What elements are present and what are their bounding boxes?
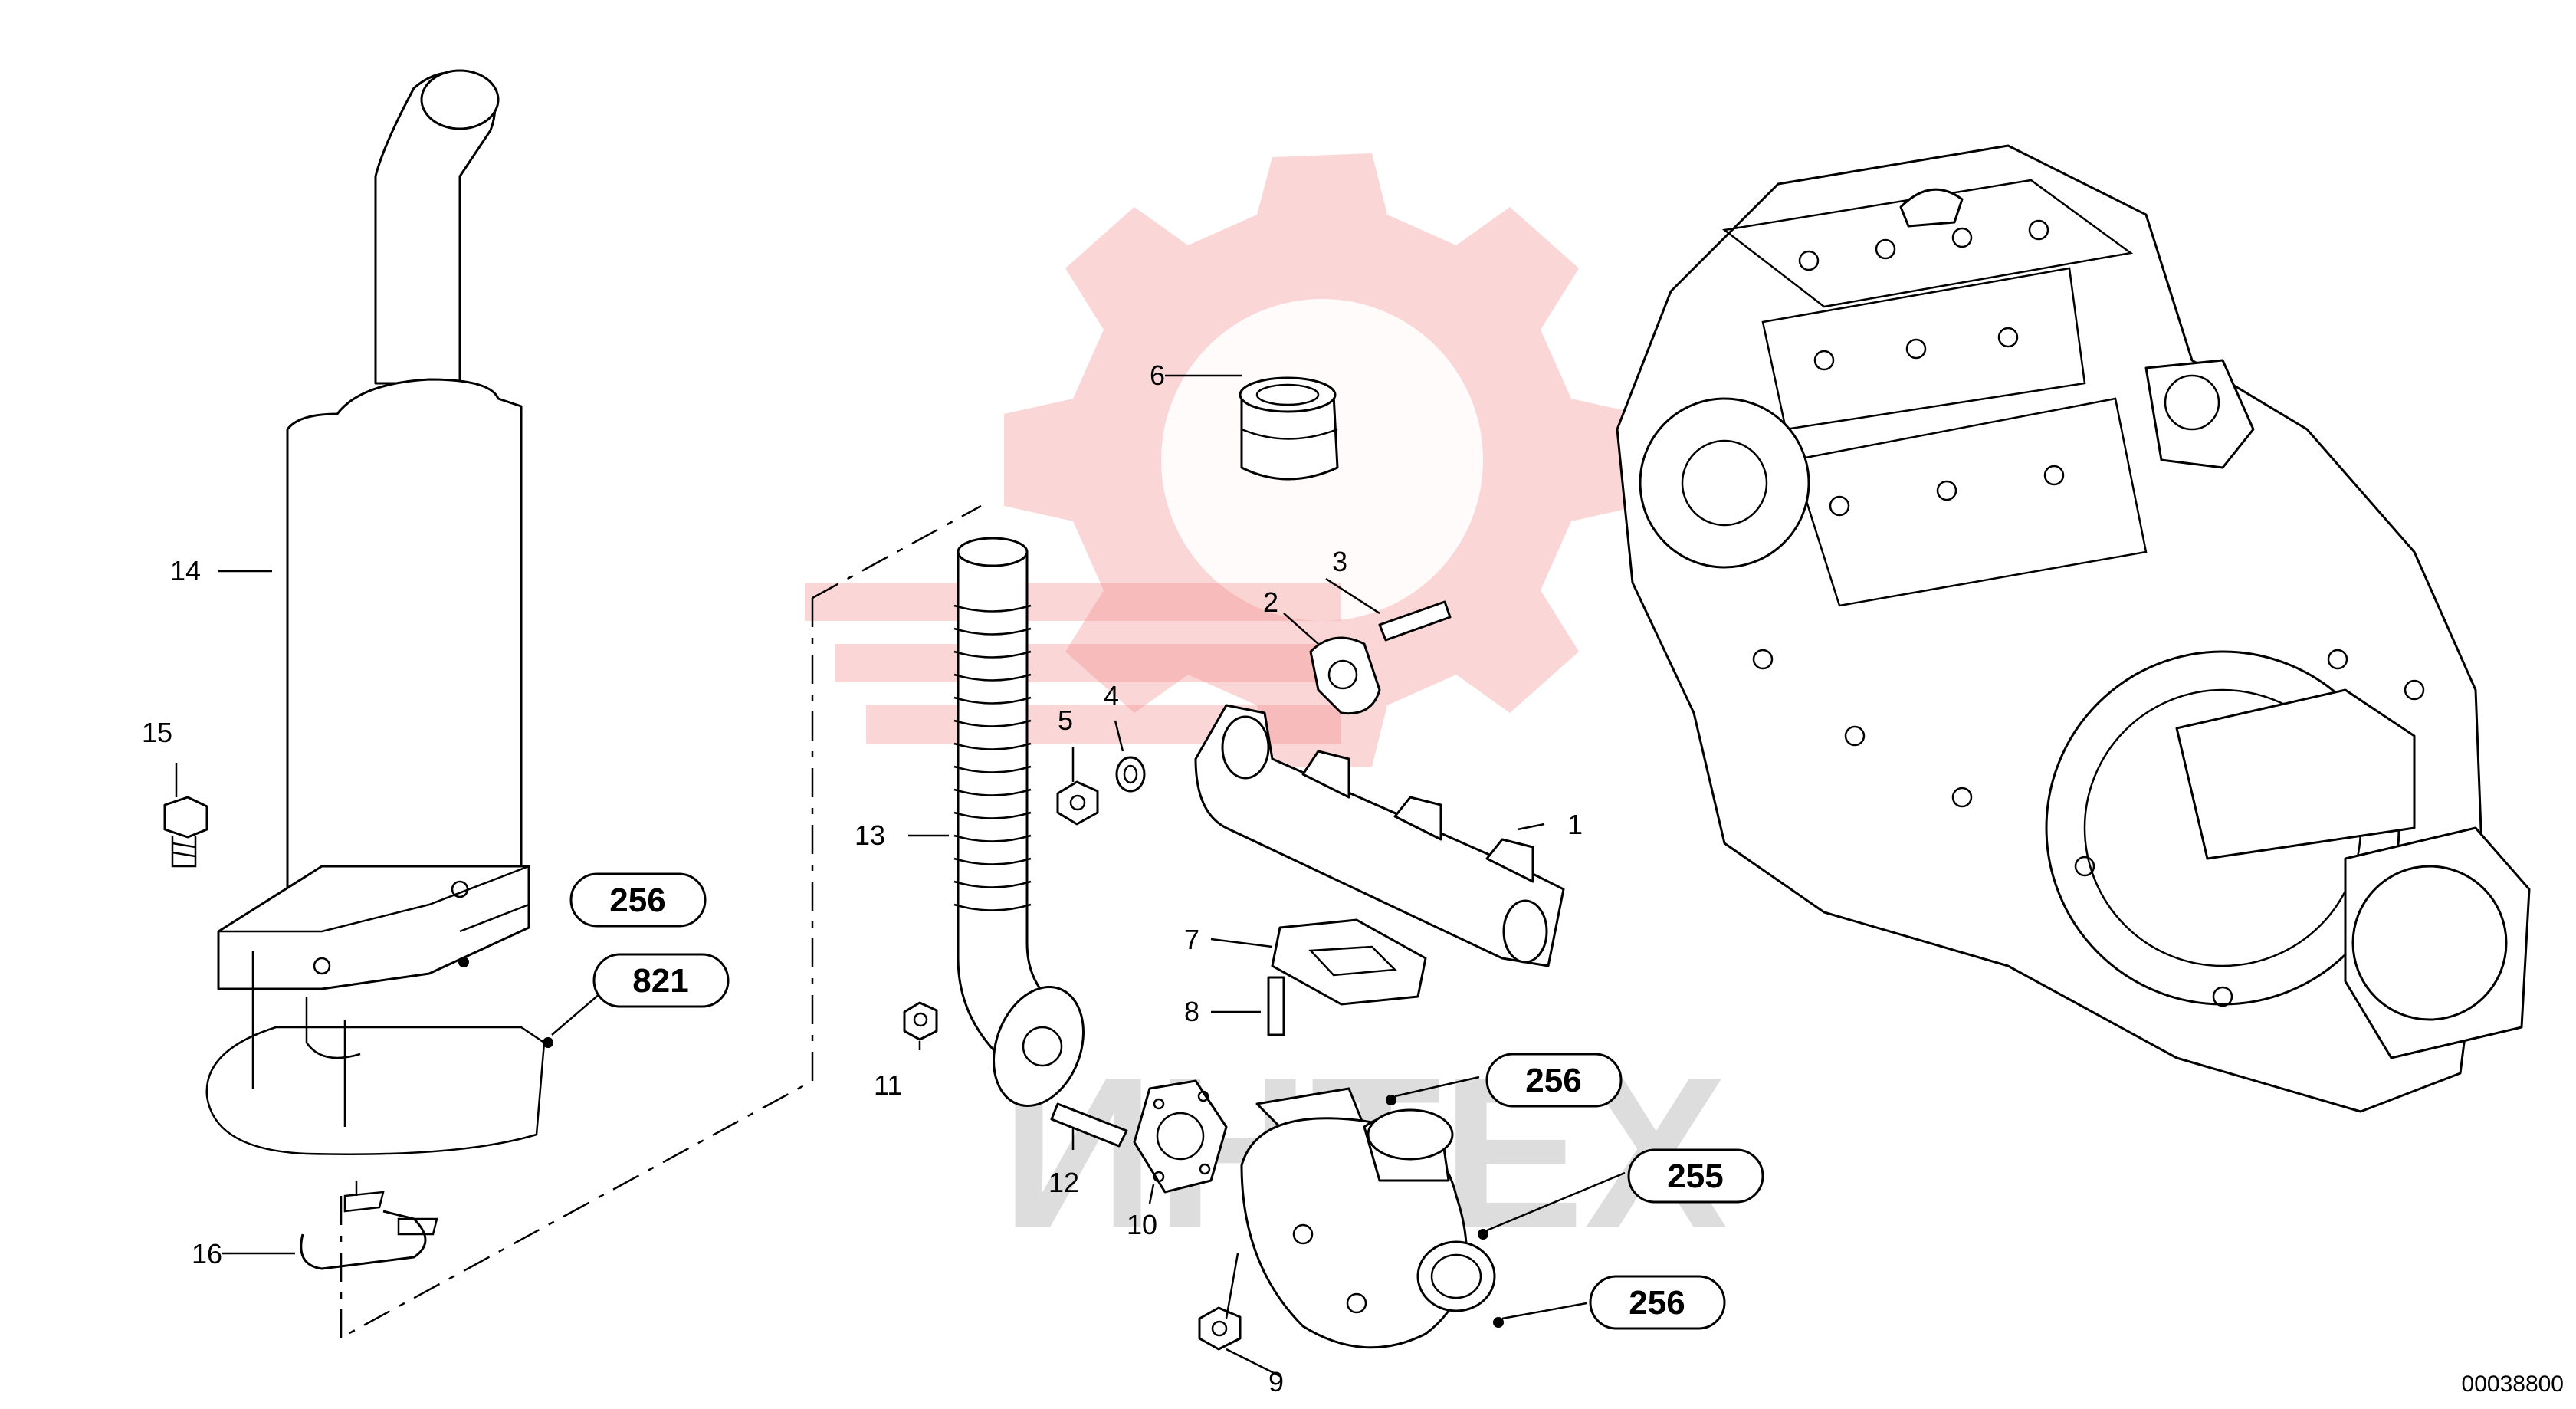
ref-256-turbo-top-label: 256 [1525, 1062, 1581, 1099]
ref-256-turbo-bottom-label: 256 [1629, 1284, 1685, 1322]
gasket-part-2 [1309, 636, 1381, 715]
callout-7: 7 [1184, 924, 1199, 955]
ref-255-label: 255 [1667, 1158, 1723, 1195]
washer-part-4 [1115, 756, 1146, 793]
callout-6: 6 [1150, 360, 1165, 391]
assembly-lines [340, 504, 982, 1339]
stud-part-8 [1267, 976, 1285, 1036]
leader-lines [175, 374, 1626, 1378]
callout-3: 3 [1332, 546, 1347, 577]
muffler-part-14 [205, 69, 546, 1155]
gasket-part-10 [1133, 1079, 1228, 1194]
ref-256-muffler-capsule[interactable] [569, 872, 707, 928]
reference-dots [458, 957, 1504, 1328]
callout-15: 15 [142, 717, 172, 748]
callout-13: 13 [855, 819, 885, 851]
exhaust-manifold-part-1 [1194, 704, 1565, 967]
callout-16: 16 [192, 1238, 222, 1269]
stud-part-12 [1050, 1102, 1128, 1148]
ref-255-capsule[interactable] [1627, 1148, 1764, 1204]
engine-assembly [1616, 144, 2531, 1113]
bolt-part-15 [163, 796, 208, 868]
ref-256-muffler-label: 256 [609, 882, 665, 919]
hose-part-6 [1239, 376, 1339, 481]
nut-part-11 [903, 1001, 938, 1041]
stud-part-3 [1378, 600, 1452, 642]
callout-2: 2 [1263, 586, 1278, 618]
drawing-number: 00038800 [2462, 1371, 2564, 1397]
ref-821-capsule[interactable] [592, 953, 730, 1008]
callout-12: 12 [1048, 1167, 1079, 1198]
callout-11: 11 [874, 1069, 902, 1101]
ref-821-label: 821 [632, 962, 688, 1000]
callout-numbers: 1 2 3 4 5 6 7 8 9 10 11 12 13 14 15 16 [142, 360, 1583, 1398]
callout-9: 9 [1268, 1366, 1284, 1398]
nut-part-5 [1056, 780, 1099, 826]
turbocharger-assembly [1240, 1087, 1496, 1349]
callout-1: 1 [1567, 809, 1583, 840]
reference-capsules: 256 821 256 255 256 [569, 872, 1764, 1330]
ref-256-turbo-bottom-capsule[interactable] [1589, 1275, 1726, 1330]
callout-5: 5 [1058, 704, 1073, 736]
nut-part-9 [1198, 1306, 1242, 1351]
watermark-gear-logo [805, 153, 1640, 767]
callout-4: 4 [1104, 680, 1119, 711]
callout-14: 14 [170, 555, 201, 586]
flex-pipe-part-13 [953, 537, 1085, 1107]
callout-8: 8 [1184, 996, 1199, 1027]
gasket-part-7 [1271, 918, 1427, 1006]
u-clamp-part-16 [300, 1181, 438, 1270]
callout-10: 10 [1127, 1209, 1157, 1240]
ref-256-turbo-top-capsule[interactable] [1485, 1053, 1623, 1108]
